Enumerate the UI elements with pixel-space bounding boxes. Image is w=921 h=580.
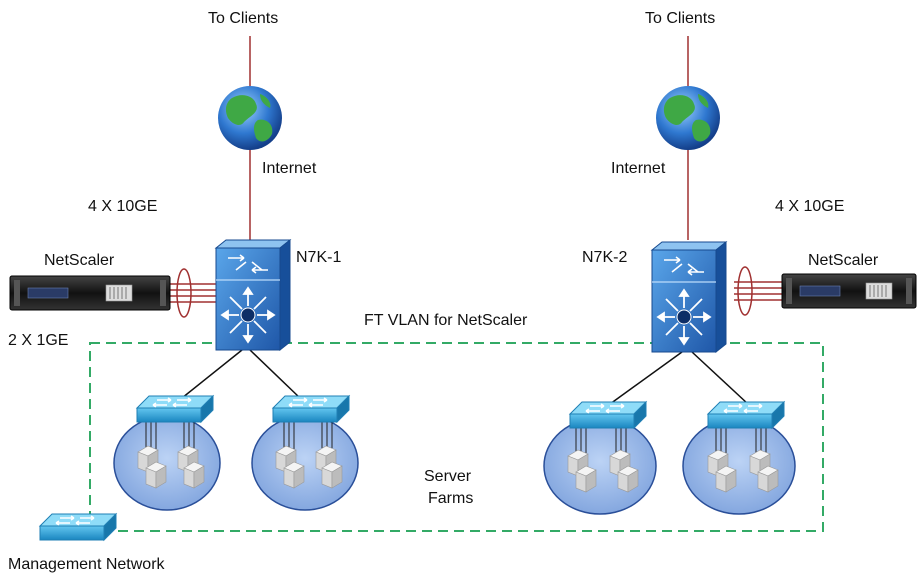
switch-icon (707, 401, 785, 429)
farm-wiring-4 (715, 426, 767, 455)
internet-label-left: Internet (262, 160, 317, 177)
internet-label-right: Internet (611, 160, 666, 177)
to-clients-label-left: To Clients (208, 10, 279, 27)
ft-vlan-boundary (89, 342, 824, 532)
netscaler-appliance-icon (9, 275, 171, 311)
server-farms-label-line2: Farms (428, 490, 474, 507)
globe-icon (656, 86, 720, 150)
to-clients-label-right: To Clients (645, 10, 716, 27)
server-farm-1 (113, 415, 221, 511)
farm-wiring-2 (283, 420, 333, 450)
bandwidth-label-right: 4 X 10GE (775, 198, 845, 215)
ft-vlan-label: FT VLAN for NetScaler (364, 312, 528, 329)
management-network-label: Management Network (8, 556, 165, 573)
farm-wiring-1 (145, 420, 195, 450)
netscaler-label-left: NetScaler (44, 252, 115, 269)
switch-icon (272, 395, 350, 423)
server-farms-label-line1: Server (424, 468, 472, 485)
core-switch-icon (650, 240, 728, 354)
management-switch-icon (39, 513, 117, 541)
bundle-right (734, 266, 785, 316)
core-switch-icon (214, 238, 292, 352)
link-n7k2-switch-a (609, 351, 683, 405)
server-farm-4 (682, 417, 796, 515)
bandwidth-label-left: 4 X 10GE (88, 198, 158, 215)
switch-icon (136, 395, 214, 423)
switch-icon (569, 401, 647, 429)
link-n7k1-switch-a (181, 349, 243, 399)
n7k2-label: N7K-2 (582, 249, 628, 266)
netscaler-appliance-icon (781, 273, 917, 309)
link-n7k1-switch-b (249, 349, 301, 399)
bundle-left (168, 268, 216, 318)
server-farm-3 (543, 417, 657, 515)
server-farm-2 (251, 415, 359, 511)
globe-icon (218, 86, 282, 150)
mgmt-link-label: 2 X 1GE (8, 332, 69, 349)
netscaler-label-right: NetScaler (808, 252, 879, 269)
n7k1-label: N7K-1 (296, 249, 342, 266)
link-n7k2-switch-b (691, 351, 749, 405)
